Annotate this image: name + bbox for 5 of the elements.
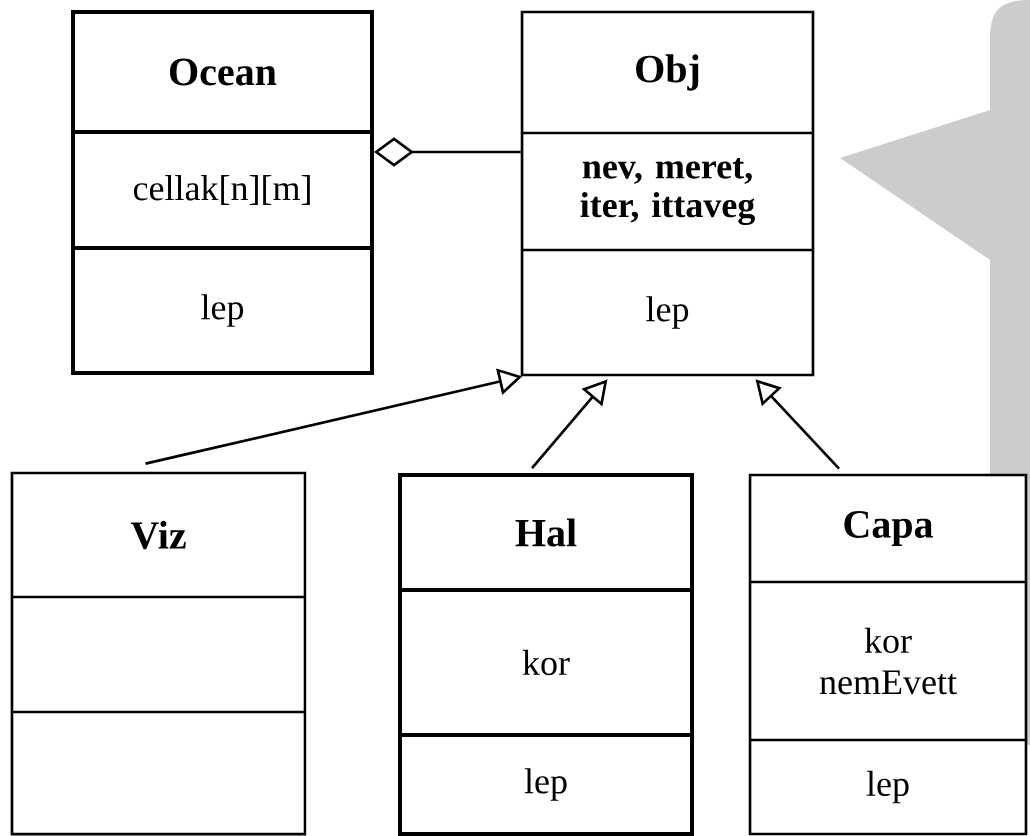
class-box: Obj nev, meret, iter, ittaveg lep	[520, 10, 815, 377]
class-box: Capa kor nemEvett lep	[748, 473, 1028, 836]
class-box: Ocean cellak[n][m] lep	[71, 9, 374, 376]
class-box: Viz	[10, 471, 307, 836]
class-box: Hal kor lep	[398, 473, 694, 836]
